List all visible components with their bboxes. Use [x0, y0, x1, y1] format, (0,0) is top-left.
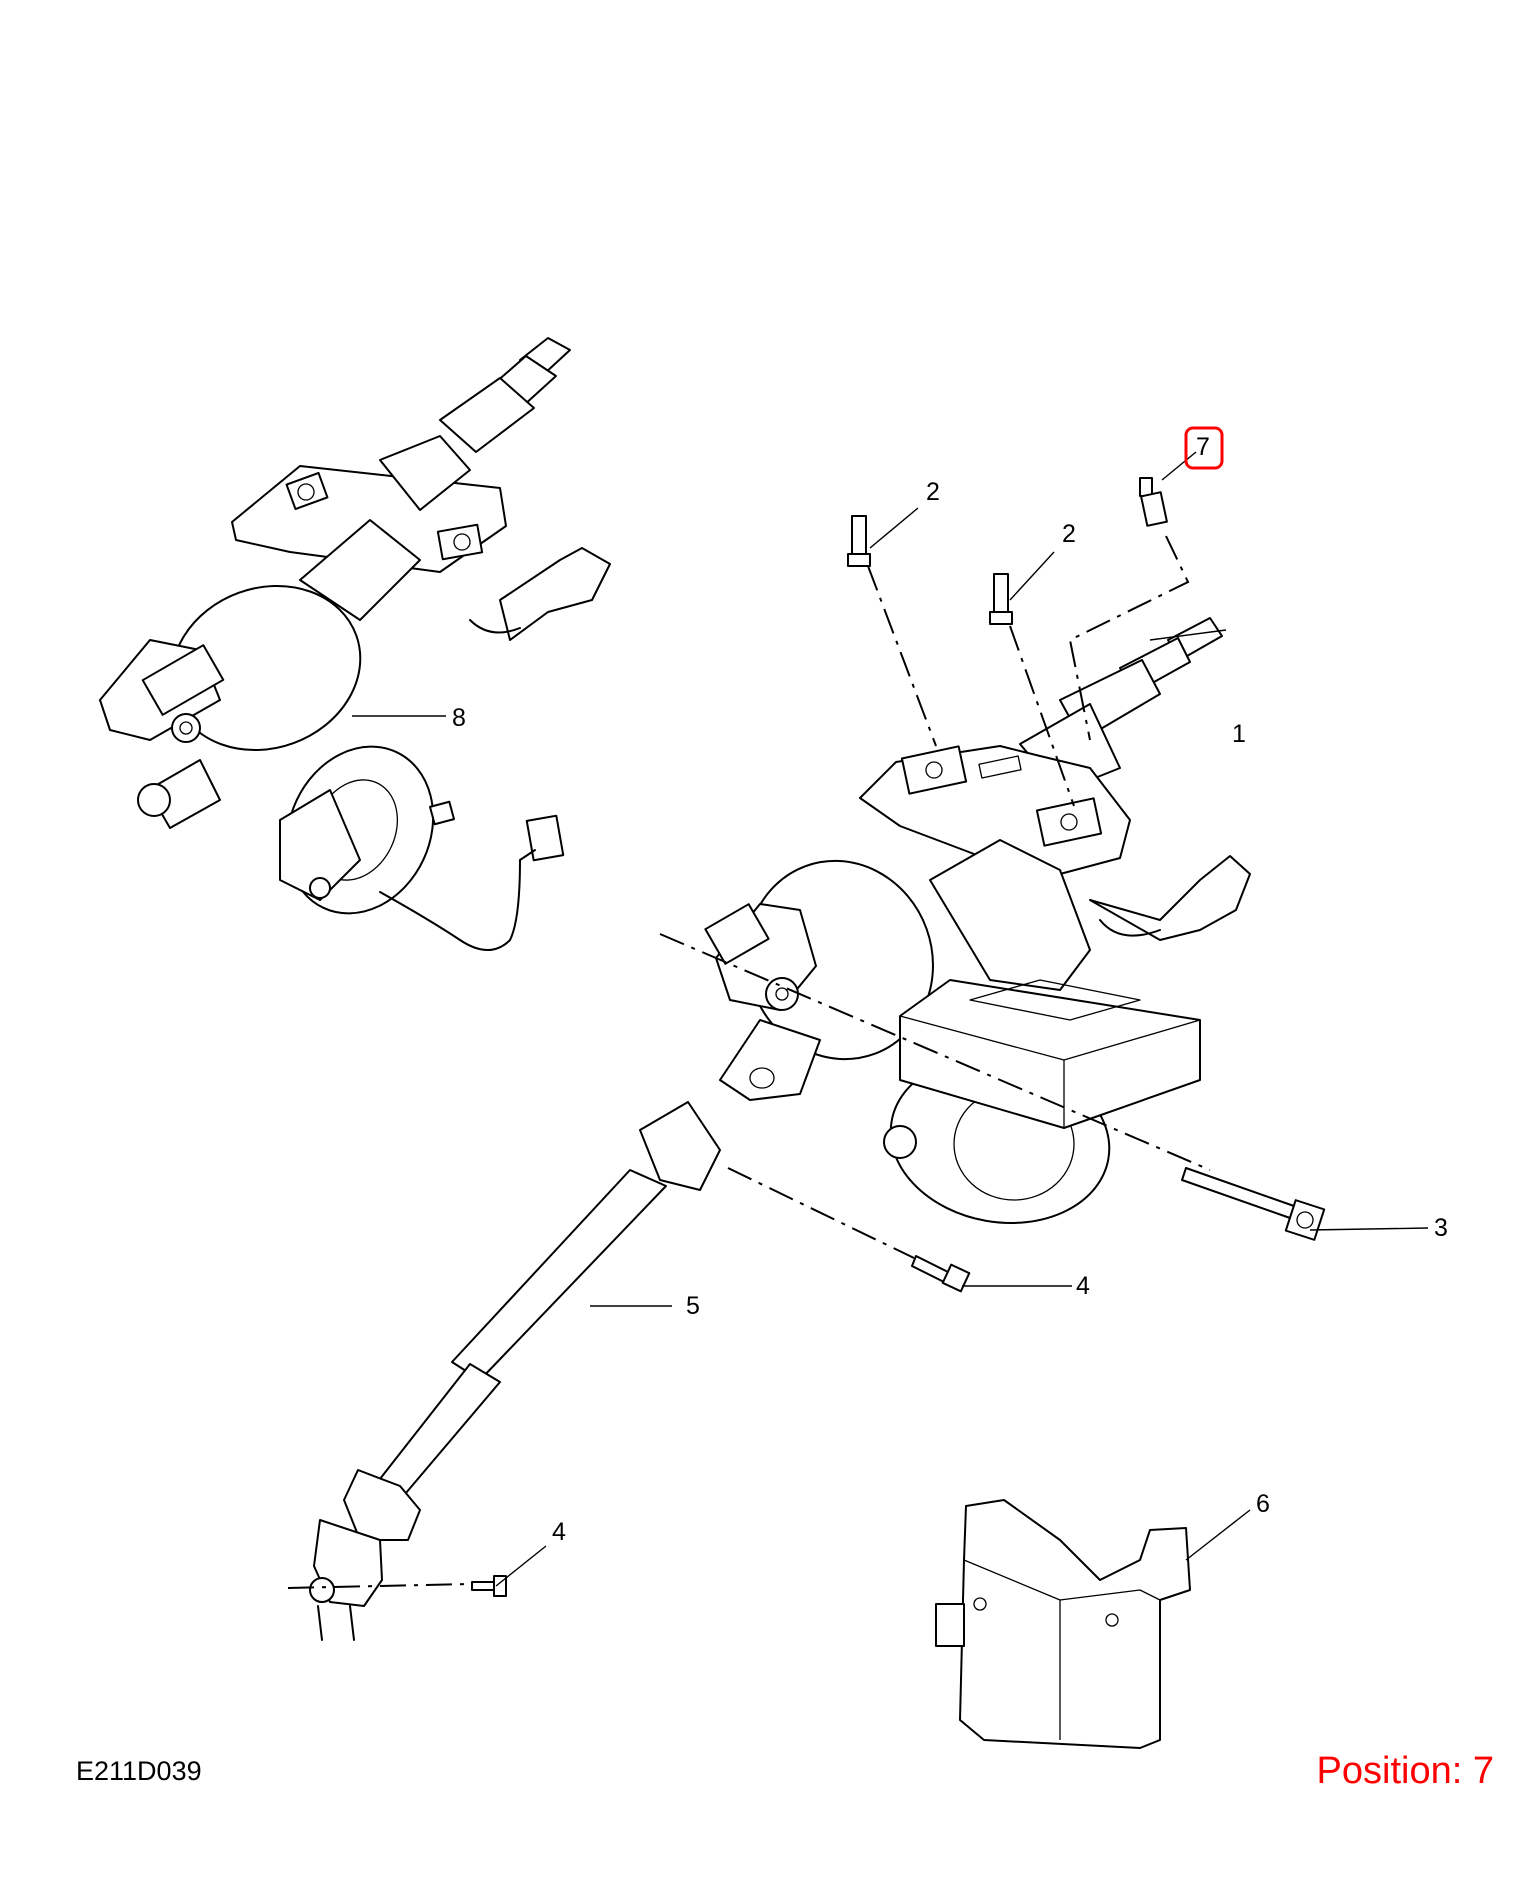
callout-2-right: 2: [1062, 520, 1076, 548]
part-5-intermediate-shaft: [309, 1101, 721, 1641]
callout-7: 7: [1196, 433, 1210, 461]
part-4-bolt-upper: [911, 1255, 971, 1293]
callout-2-left: 2: [926, 478, 940, 506]
part-7-pin: [1139, 477, 1168, 527]
position-label: Position: 7: [1316, 1750, 1494, 1792]
diagram-code: E211D039: [76, 1756, 202, 1786]
part-2-bolt-left: [847, 515, 871, 567]
callout-8: 8: [452, 704, 466, 732]
part-3-bolt: [1181, 1167, 1326, 1241]
callout-3: 3: [1434, 1214, 1448, 1242]
part-1-steering-column: [704, 617, 1251, 1224]
callout-6: 6: [1256, 1490, 1270, 1518]
callout-7-highlight: [1184, 426, 1224, 470]
callout-1: 1: [1232, 720, 1246, 748]
part-6-column-cover: [935, 1499, 1191, 1749]
part-4-bolt-lower: [471, 1575, 507, 1597]
callout-4-lower: 4: [552, 1518, 566, 1546]
callout-5: 5: [686, 1292, 700, 1320]
leader-lines: [352, 451, 1429, 1587]
part-8-steering-column-assembly: [99, 337, 611, 951]
callout-4-upper: 4: [1076, 1272, 1090, 1300]
part-2-bolt-right: [989, 573, 1013, 625]
assembly-lines: [287, 535, 1211, 1589]
